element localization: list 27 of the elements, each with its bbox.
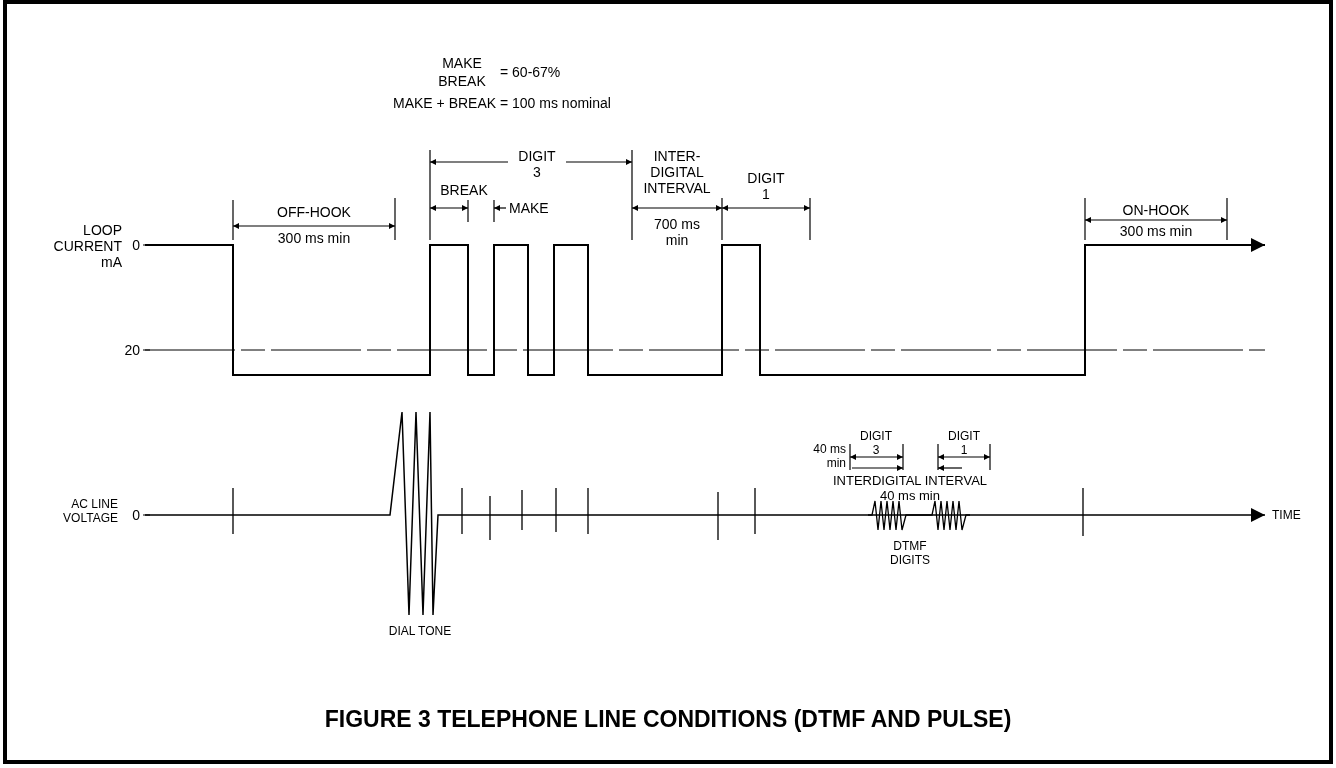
annotation-text: 20 xyxy=(124,342,140,358)
annotation-text: DIGIT 1 xyxy=(746,170,786,202)
annotation-text: DIAL TONE xyxy=(387,624,453,638)
annotation-text: BREAK xyxy=(437,73,487,89)
annotation-text: MAKE xyxy=(509,200,549,216)
annotation-text: OFF-HOOK xyxy=(276,204,352,220)
annotation-text: DIGIT 3 xyxy=(517,148,557,180)
annotation-text: TIME xyxy=(1272,508,1301,522)
annotation-text: ON-HOOK xyxy=(1121,202,1191,218)
annotation-text: = 60-67% xyxy=(500,64,561,80)
annotation-text: 300 ms min xyxy=(276,230,352,246)
annotation-text: 0 xyxy=(132,237,140,253)
annotation-text: BREAK xyxy=(439,182,489,198)
annotation-text: LOOP CURRENT mA xyxy=(52,222,122,270)
annotation-text: 0 xyxy=(132,507,140,523)
annotation-text: 300 ms min xyxy=(1118,223,1194,239)
annotation-text: 700 ms min xyxy=(653,216,701,248)
annotation-text: MAKE + BREAK = 100 ms nominal xyxy=(393,95,611,111)
annotation-text: AC LINE VOLTAGE xyxy=(62,497,118,525)
annotation-text: INTER-DIGITAL INTERVAL xyxy=(642,148,712,196)
figure-title: FIGURE 3 TELEPHONE LINE CONDITIONS (DTMF AND PULSE) xyxy=(323,706,1013,733)
annotation-text: 40 ms min xyxy=(812,442,846,470)
annotation-text: DTMF DIGITS xyxy=(889,539,931,567)
annotation-text: DIGIT 1 xyxy=(947,429,981,457)
annotation-text: INTERDIGITAL INTERVAL 40 ms min xyxy=(831,473,989,503)
annotation-text: DIGIT 3 xyxy=(859,429,893,457)
annotation-text: MAKE xyxy=(441,55,483,71)
